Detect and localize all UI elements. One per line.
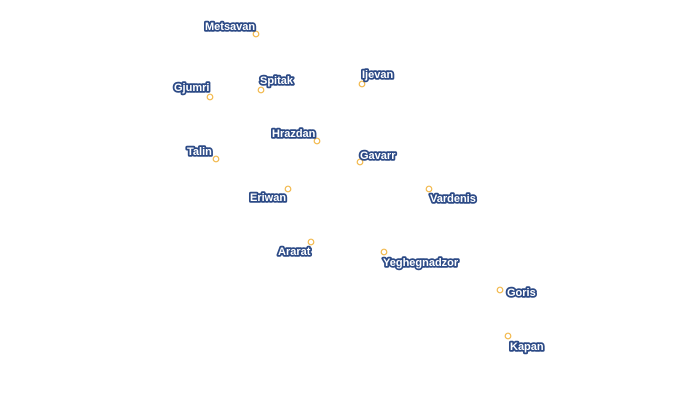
city-marker-vardenis[interactable] [425,185,433,193]
city-marker-gjumri[interactable] [206,93,214,101]
city-name: Talin [187,146,212,158]
city-label-halo: Kapan [510,341,544,353]
city-marker-spitak[interactable] [257,86,265,94]
city-name: Eriwan [250,192,286,204]
city-label-halo: Eriwan [250,192,286,204]
city-marker-hrazdan[interactable] [313,137,321,145]
city-name: Yeghegnadzor [383,257,459,269]
city-markers [206,30,512,340]
city-name: Vardenis [430,193,476,205]
city-marker-eriwan[interactable] [284,185,292,193]
city-label-halo: Goris [507,287,536,299]
city-name: Ararat [278,246,311,258]
city-name: Gjumri [174,82,209,94]
city-name: Ijevan [362,69,393,81]
city-name: Metsavan [205,21,255,33]
city-marker-kapan[interactable] [504,332,512,340]
city-label-halo: Gavarr [360,150,396,162]
city-marker-yeghegnadzor[interactable] [380,248,388,256]
city-marker-gavarr[interactable] [356,158,364,166]
city-name: Gavarr [360,150,396,162]
city-name: Goris [507,287,536,299]
city-label-halo: Yeghegnadzor [383,257,459,269]
city-label-halo: Ijevan [362,69,393,81]
city-marker-goris[interactable] [496,286,504,294]
city-label-halo: Spitak [260,75,294,87]
city-label-halo: Metsavan [205,21,255,33]
city-label-halo: Ararat [278,246,311,258]
city-label-halo: Vardenis [430,193,476,205]
city-label-halo: Hrazdan [272,128,316,140]
city-name: Spitak [260,75,294,87]
city-marker-ararat[interactable] [307,238,315,246]
city-name: Hrazdan [272,128,316,140]
city-label-halo: Talin [187,146,212,158]
city-marker-metsavan[interactable] [252,30,260,38]
city-label-halo: Gjumri [174,82,209,94]
city-marker-talin[interactable] [212,155,220,163]
city-marker-ijevan[interactable] [358,80,366,88]
city-name: Kapan [510,341,544,353]
